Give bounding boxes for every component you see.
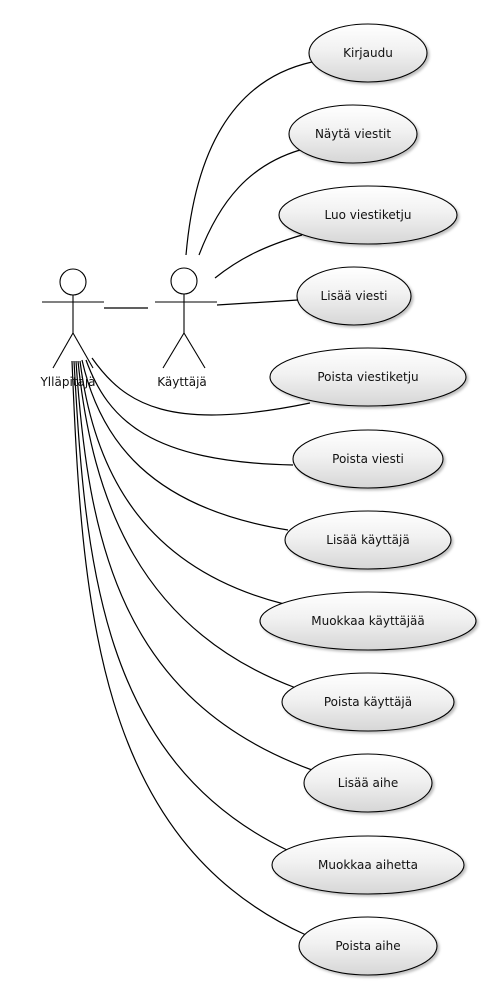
actor-user-label: Käyttäjä xyxy=(157,375,207,389)
usecase-muokkaa-aihetta-ellipse xyxy=(271,835,465,895)
usecase-poista-viesti-ellipse xyxy=(292,429,444,489)
usecase-poista-aihe-ellipse xyxy=(298,916,438,976)
usecase-muokkaa-aihetta[interactable]: Muokkaa aihetta xyxy=(271,835,465,895)
usecase-lisaa-kayttaja-ellipse xyxy=(284,510,452,570)
usecase-kirjaudu[interactable]: Kirjaudu xyxy=(308,23,428,83)
actor-user-right-leg xyxy=(183,332,206,369)
usecase-lisaa-aihe[interactable]: Lisää aihe xyxy=(303,753,433,813)
actor-user[interactable]: Käyttäjä xyxy=(155,267,217,389)
association-user-uc3 xyxy=(214,234,303,279)
usecase-luo-viestiketju-ellipse xyxy=(278,185,458,245)
usecase-muokkaa-kayttajaa-label: Muokkaa käyttäjää xyxy=(311,614,425,628)
usecase-poista-kayttaja-label: Poista käyttäjä xyxy=(324,695,412,709)
actor-admin-head xyxy=(59,268,87,296)
actor-admin[interactable]: Ylläpitäjä xyxy=(39,268,104,389)
actor-user-left-leg xyxy=(162,332,185,369)
usecase-lisaa-kayttaja-label: Lisää käyttäjä xyxy=(326,533,409,547)
association-admin-uc5 xyxy=(91,357,311,416)
usecase-poista-viestiketju[interactable]: Poista viestiketju xyxy=(269,347,467,407)
usecase-muokkaa-aihetta-label: Muokkaa aihetta xyxy=(318,858,418,872)
association-admin-uc8 xyxy=(79,360,285,605)
actor-user-head xyxy=(170,267,198,295)
association-admin-uc6 xyxy=(85,359,294,466)
usecase-nayta-viestit-ellipse xyxy=(288,104,418,164)
usecase-lisaa-kayttaja[interactable]: Lisää käyttäjä xyxy=(284,510,452,570)
usecase-poista-viestiketju-label: Poista viestiketju xyxy=(317,370,418,384)
actor-admin-left-leg xyxy=(52,332,74,369)
usecase-poista-aihe[interactable]: Poista aihe xyxy=(298,916,438,976)
association-admin-uc12 xyxy=(71,360,307,936)
usecase-nayta-viestit[interactable]: Näytä viestit xyxy=(288,104,418,164)
actor-admin-right-leg xyxy=(72,332,94,369)
association-user-uc1 xyxy=(185,61,313,256)
usecase-lisaa-viesti-label: Lisää viesti xyxy=(321,289,388,303)
actor-admin-label: Ylläpitäjä xyxy=(39,375,95,389)
usecase-poista-kayttaja[interactable]: Poista käyttäjä xyxy=(281,672,455,732)
usecase-poista-aihe-label: Poista aihe xyxy=(335,939,400,953)
association-admin-uc11 xyxy=(73,360,288,851)
usecase-nayta-viestit-label: Näytä viestit xyxy=(315,127,391,141)
usecase-muokkaa-kayttajaa[interactable]: Muokkaa käyttäjää xyxy=(259,591,477,651)
association-admin-uc9 xyxy=(77,360,297,689)
usecase-lisaa-viesti-ellipse xyxy=(296,266,412,326)
usecase-muokkaa-kayttajaa-ellipse xyxy=(259,591,477,651)
usecase-poista-kayttaja-ellipse xyxy=(281,672,455,732)
usecase-kirjaudu-ellipse xyxy=(308,23,428,83)
usecase-poista-viestiketju-ellipse xyxy=(269,347,467,407)
usecase-lisaa-viesti[interactable]: Lisää viesti xyxy=(296,266,412,326)
usecase-poista-viesti[interactable]: Poista viesti xyxy=(292,429,444,489)
associations xyxy=(71,61,313,936)
usecase-luo-viestiketju-label: Luo viestiketju xyxy=(325,208,412,222)
association-admin-uc10 xyxy=(75,360,313,771)
association-admin-uc7 xyxy=(81,359,289,531)
usecase-poista-viesti-label: Poista viesti xyxy=(332,452,404,466)
usecase-kirjaudu-label: Kirjaudu xyxy=(343,46,393,60)
association-user-uc2 xyxy=(198,149,301,256)
usecase-luo-viestiketju[interactable]: Luo viestiketju xyxy=(278,185,458,245)
usecase-lisaa-aihe-ellipse xyxy=(303,753,433,813)
usecase-lisaa-aihe-label: Lisää aihe xyxy=(338,776,398,790)
association-user-uc4 xyxy=(216,299,299,306)
